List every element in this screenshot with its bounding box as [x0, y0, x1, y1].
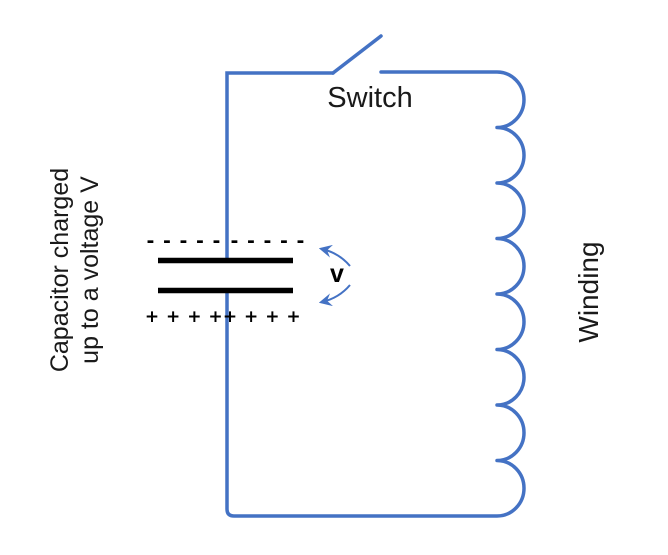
negative-charges-right: - - - - - — [231, 230, 306, 252]
switch-lever — [331, 34, 383, 75]
positive-charges-right: + + + + — [223, 307, 301, 327]
voltage-label: v — [330, 260, 344, 288]
voltage-arrow-bottom-icon — [318, 284, 351, 307]
winding-label: Winding — [573, 241, 604, 343]
positive-charges-left: + + + + — [145, 307, 223, 327]
capacitor-label: Capacitor charged up to a voltage V — [45, 135, 105, 405]
negative-charges-left: - - - - - — [147, 230, 222, 252]
capacitor-label-line1: Capacitor charged — [46, 167, 74, 373]
voltage-arrow-top-icon — [318, 244, 351, 267]
wire-winding — [225, 70, 526, 518]
wire-left — [225, 71, 335, 262]
capacitor-label-line2: up to a voltage V — [76, 176, 104, 364]
switch-label: Switch — [327, 82, 413, 114]
